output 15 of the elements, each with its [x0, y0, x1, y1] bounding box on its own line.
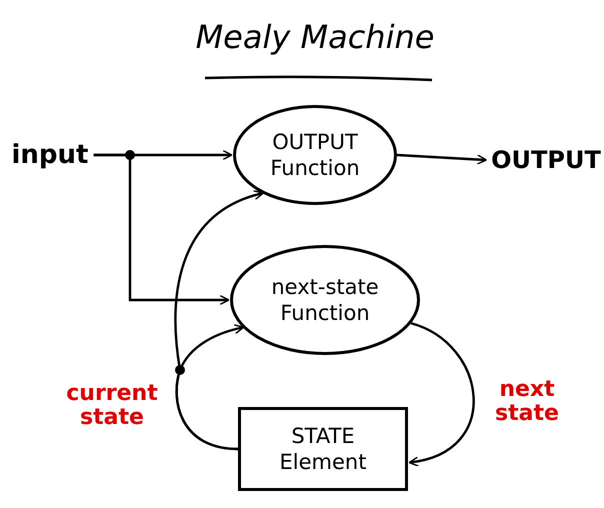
state-box [238, 407, 408, 491]
title: Mealy Machine [194, 18, 436, 56]
arrow [408, 322, 475, 466]
signal-label: OUTPUT [491, 145, 601, 175]
edge-label: next state [494, 378, 560, 426]
signal-label: input [12, 138, 88, 172]
arrow [94, 154, 230, 306]
arrow [396, 154, 488, 165]
edge-label: current state [65, 382, 159, 430]
arrow [174, 190, 264, 450]
function-ellipse [233, 105, 397, 205]
node-label: STATE Element [278, 422, 368, 476]
node-label: next-state Function [270, 274, 380, 326]
function-ellipse [230, 245, 420, 355]
node-label: OUTPUT Function [269, 128, 361, 182]
